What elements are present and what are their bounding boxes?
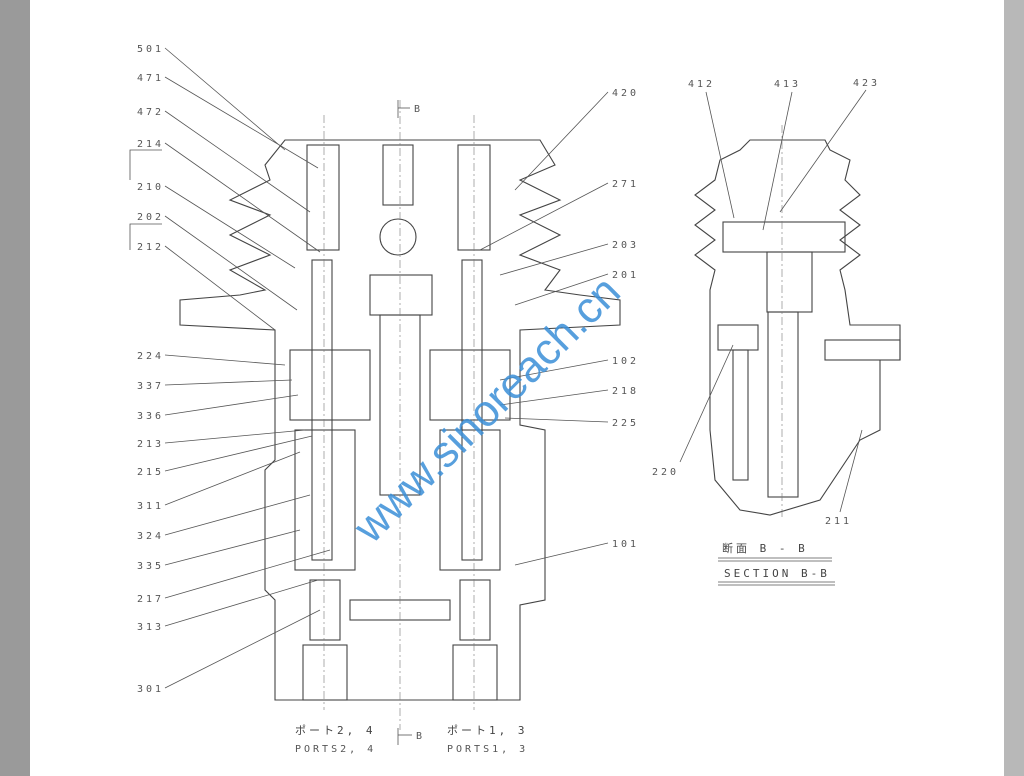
section-marker-top: B	[414, 104, 423, 115]
callout-217: 217	[137, 594, 164, 605]
callout-218: 218	[612, 386, 639, 397]
ports-right-en: PORTS1, 3	[447, 744, 528, 755]
callout-201: 201	[612, 270, 639, 281]
callout-220: 220	[652, 467, 679, 478]
callout-202: 202	[137, 212, 164, 223]
callout-225: 225	[612, 418, 639, 429]
callout-423: 423	[853, 78, 880, 89]
callout-214: 214	[137, 139, 164, 150]
callout-210: 210	[137, 182, 164, 193]
ports-left-jp: ポート2, 4	[295, 724, 376, 737]
callout-471: 471	[137, 73, 164, 84]
callout-203: 203	[612, 240, 639, 251]
callout-213: 213	[137, 439, 164, 450]
callout-211: 211	[825, 516, 852, 527]
callout-212: 212	[137, 242, 164, 253]
main-cross-section	[179, 100, 621, 745]
section-marker-bottom: B	[416, 731, 425, 742]
drawing-page	[30, 0, 1004, 776]
callout-301: 301	[137, 684, 164, 695]
callout-324: 324	[137, 531, 164, 542]
ports-left-en: PORTS2, 4	[295, 744, 376, 755]
callout-337: 337	[137, 381, 164, 392]
ports-right-jp: ポート1, 3	[447, 724, 528, 737]
section-title-jp: 断面 B - B	[722, 541, 808, 555]
section-b-b-view	[694, 125, 901, 520]
callout-101: 101	[612, 539, 639, 550]
callout-336: 336	[137, 411, 164, 422]
callout-102: 102	[612, 356, 639, 367]
viewer-scrollbar[interactable]	[1004, 0, 1024, 776]
callout-501: 501	[137, 44, 164, 55]
callout-413: 413	[774, 79, 801, 90]
callout-420: 420	[612, 88, 639, 99]
callout-224: 224	[137, 351, 164, 362]
right-callouts: 420 271 203 201 102 218 225 101	[479, 88, 639, 566]
left-callouts: 501 471 472 214 210 202 212 224 337 336 …	[129, 44, 331, 695]
watermark: www.sinoreach.cn	[344, 267, 630, 553]
callout-215: 215	[137, 467, 164, 478]
section-title-en: SECTION B-B	[724, 567, 830, 580]
callout-412: 412	[688, 79, 715, 90]
callout-313: 313	[137, 622, 164, 633]
callout-335: 335	[137, 561, 164, 572]
callout-271: 271	[612, 179, 639, 190]
callout-311: 311	[137, 501, 164, 512]
callout-472: 472	[137, 107, 164, 118]
viewer-background-left	[0, 0, 30, 776]
